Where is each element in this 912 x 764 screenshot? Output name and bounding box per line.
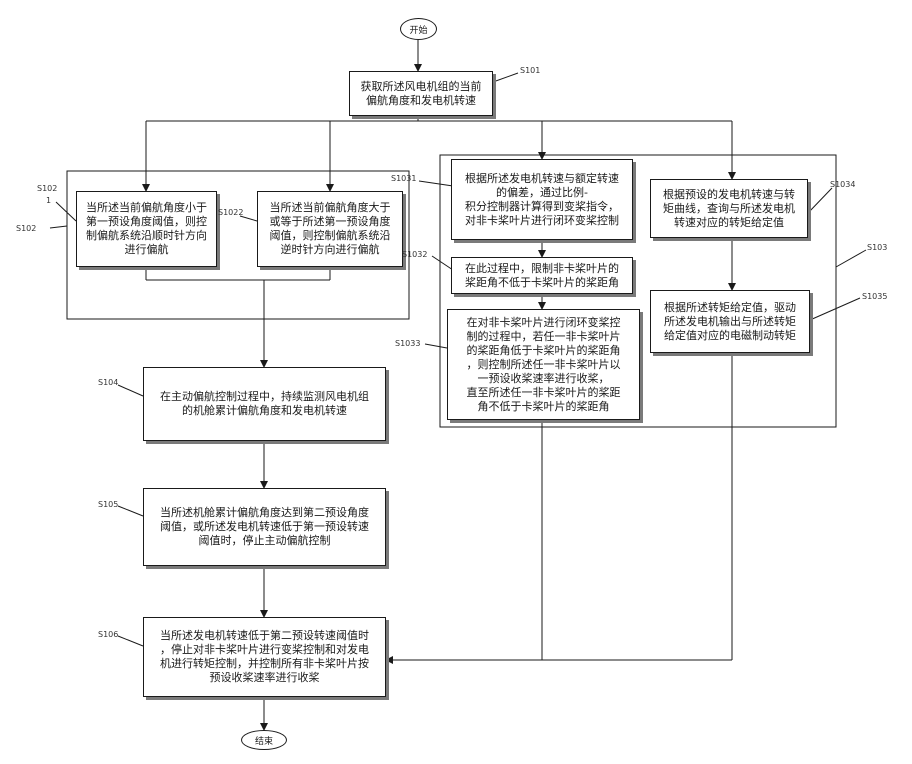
- label-s102: S102: [16, 224, 36, 233]
- step-s1021: 当所述当前偏航角度小于 第一预设角度阈值，则控 制偏航系统沿顺时针方向 进行偏航: [76, 191, 217, 267]
- leader-s1034: [808, 188, 832, 213]
- step-s1022: 当所述当前偏航角度大于 或等于所述第一预设角度 阈值，则控制偏航系统沿 逆时针方…: [257, 191, 403, 267]
- leader-s1032: [432, 256, 453, 270]
- leader-s1031: [419, 181, 453, 186]
- label-s1021: S102: [37, 184, 57, 193]
- step-s101: 获取所述风电机组的当前 偏航角度和发电机转速: [349, 71, 493, 116]
- end-terminal: 结束: [241, 730, 287, 750]
- label-s105: S105: [98, 500, 118, 509]
- leader-s102: [50, 226, 67, 228]
- label-s104: S104: [98, 378, 118, 387]
- leader-s105: [118, 506, 143, 516]
- step-s104: 在主动偏航控制过程中，持续监测风电机组 的机舱累计偏航角度和发电机转速: [143, 367, 386, 441]
- label-s1031: S1031: [391, 174, 416, 183]
- leader-s1033: [425, 344, 447, 348]
- leader-s1035: [810, 298, 860, 320]
- label-s1035: S1035: [862, 292, 887, 301]
- step-s1035: 根据所述转矩给定值，驱动 所述发电机输出与所述转矩 给定值对应的电磁制动转矩: [650, 290, 810, 353]
- step-s1034: 根据预设的发电机转速与转 矩曲线，查询与所述发电机 转速对应的转矩给定值: [650, 179, 808, 238]
- step-s1031: 根据所述发电机转速与额定转速 的偏差，通过比例- 积分控制器计算得到变桨指令， …: [451, 159, 633, 240]
- label-s103: S103: [867, 243, 887, 252]
- label-s1034: S1034: [830, 180, 855, 189]
- label-s1033: S1033: [395, 339, 420, 348]
- step-s105: 当所述机舱累计偏航角度达到第二预设角度 阈值，或所述发电机转速低于第一预设转速 …: [143, 488, 386, 566]
- leader-s101: [493, 73, 518, 82]
- leader-s1021: [56, 202, 76, 221]
- label-s1022: S1022: [218, 208, 243, 217]
- label-s106: S106: [98, 630, 118, 639]
- leader-s103: [836, 250, 866, 267]
- start-terminal: 开始: [400, 18, 437, 40]
- step-s106: 当所述发电机转速低于第二预设转速阈值时 ，停止对非卡桨叶片进行变桨控制和对发电 …: [143, 617, 386, 697]
- label-s1032: S1032: [402, 250, 427, 259]
- label-s101: S101: [520, 66, 540, 75]
- step-s1033: 在对非卡桨叶片进行闭环变桨控 制的过程中，若任一非卡桨叶片 的桨距角低于卡桨叶片…: [447, 309, 640, 420]
- label-s1021-suffix: 1: [46, 196, 51, 205]
- leader-s104: [118, 385, 143, 396]
- leader-s106: [118, 636, 143, 646]
- step-s1032: 在此过程中，限制非卡桨叶片的 桨距角不低于卡桨叶片的桨距角: [451, 257, 633, 294]
